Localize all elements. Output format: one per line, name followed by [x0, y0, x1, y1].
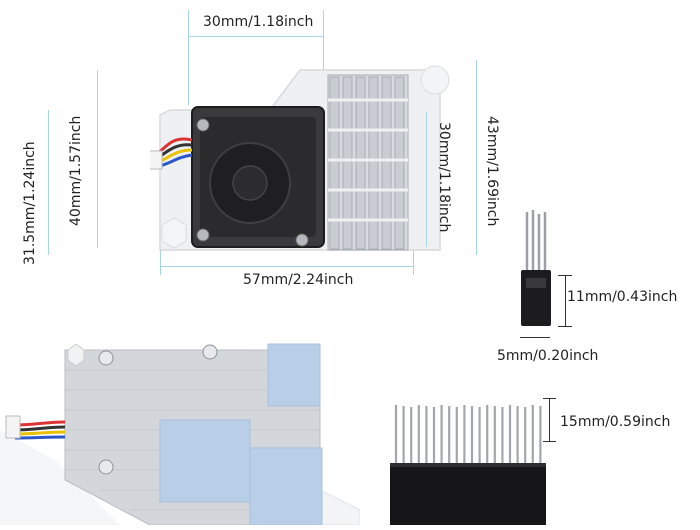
header-width-label: 5mm/0.20inch — [497, 348, 599, 364]
pin-header-small — [513, 208, 553, 333]
backplate-product-image — [0, 330, 361, 526]
heatsink-height-label: 30mm/1.18inch — [436, 122, 452, 233]
right-height-label: 43mm/1.69inch — [484, 116, 500, 227]
strip-height-label: 15mm/0.59inch — [560, 414, 671, 430]
cooler-product-image — [147, 55, 450, 265]
header-height-label: 11mm/0.43inch — [567, 289, 678, 305]
guide-left-outer — [48, 110, 49, 255]
guide-top-left — [188, 10, 189, 105]
guide-bottom-horizontal — [160, 266, 413, 267]
guide-bottom-right — [413, 250, 414, 275]
guide-heatsink — [426, 112, 427, 247]
cooler-illustration — [147, 65, 450, 251]
top-width-label: 30mm/1.18inch — [203, 14, 314, 30]
header-width-line — [520, 337, 550, 338]
guide-left-inner — [97, 70, 98, 248]
pin-header-strip — [388, 395, 548, 525]
strip-height-cap-top — [543, 398, 556, 399]
heatsink-fins — [327, 74, 409, 251]
header-height-cap-top — [558, 275, 572, 276]
left-inner-height-label: 40mm/1.57inch — [68, 115, 84, 226]
strip-height-cap-bottom — [543, 441, 556, 442]
header-height-line — [565, 275, 566, 327]
left-outer-height-label: 31.5mm/1.24inch — [22, 141, 38, 265]
guide-right — [476, 60, 477, 255]
guide-top-right — [323, 10, 324, 70]
guide-top-horizontal — [188, 36, 324, 37]
bottom-width-label: 57mm/2.24inch — [243, 272, 354, 288]
guide-bottom-left — [160, 250, 161, 275]
header-height-cap-bottom — [558, 326, 572, 327]
thermal-pads — [159, 343, 323, 526]
strip-height-line — [549, 398, 550, 442]
